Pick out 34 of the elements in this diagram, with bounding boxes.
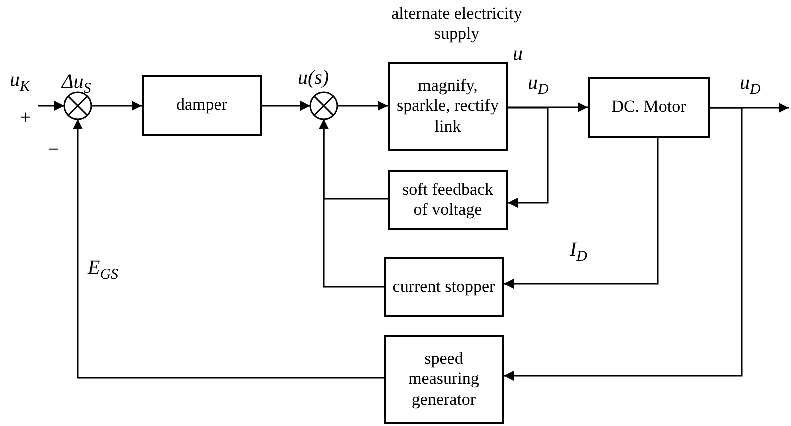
arrow <box>508 102 588 112</box>
signal-label: u <box>513 44 523 64</box>
summing-junction <box>309 91 339 121</box>
signal-label: u$_{K}$ <box>10 70 30 95</box>
process-box <box>388 62 508 151</box>
signal-label: u(s) <box>298 68 330 88</box>
arrow <box>338 101 388 111</box>
box-label: damper <box>176 95 228 116</box>
signal-label: E$_{GS}$ <box>88 258 119 283</box>
arrow <box>319 120 384 288</box>
box-label: speed measuring generator <box>408 348 480 410</box>
box-label: current stopper <box>392 276 496 298</box>
signal-label: Δu$_{S}$ <box>62 72 92 97</box>
process-box <box>388 170 508 230</box>
signal-label: u$_{D}$ <box>740 73 761 98</box>
signal-label: I$_{D}$ <box>570 240 588 265</box>
box-label: soft feedback of voltage <box>401 180 495 220</box>
arrow <box>504 107 743 381</box>
annotation-text: alternate electricity supply <box>390 4 524 44</box>
sign-label: − <box>48 140 60 160</box>
arrow <box>73 120 384 379</box>
arrow <box>504 138 659 289</box>
process-box <box>588 77 710 138</box>
process-box <box>142 75 262 136</box>
process-box <box>384 335 504 424</box>
signal-label: u$_{D}$ <box>528 73 549 98</box>
sign-label: + <box>20 108 32 128</box>
arrow <box>38 101 64 111</box>
arrow <box>262 101 310 111</box>
process-box <box>384 257 504 317</box>
arrow <box>508 107 549 208</box>
box-label: DC. Motor <box>612 97 686 118</box>
arrow <box>92 101 142 111</box>
box-label: magnify, sparkle, rectify link <box>396 76 500 138</box>
